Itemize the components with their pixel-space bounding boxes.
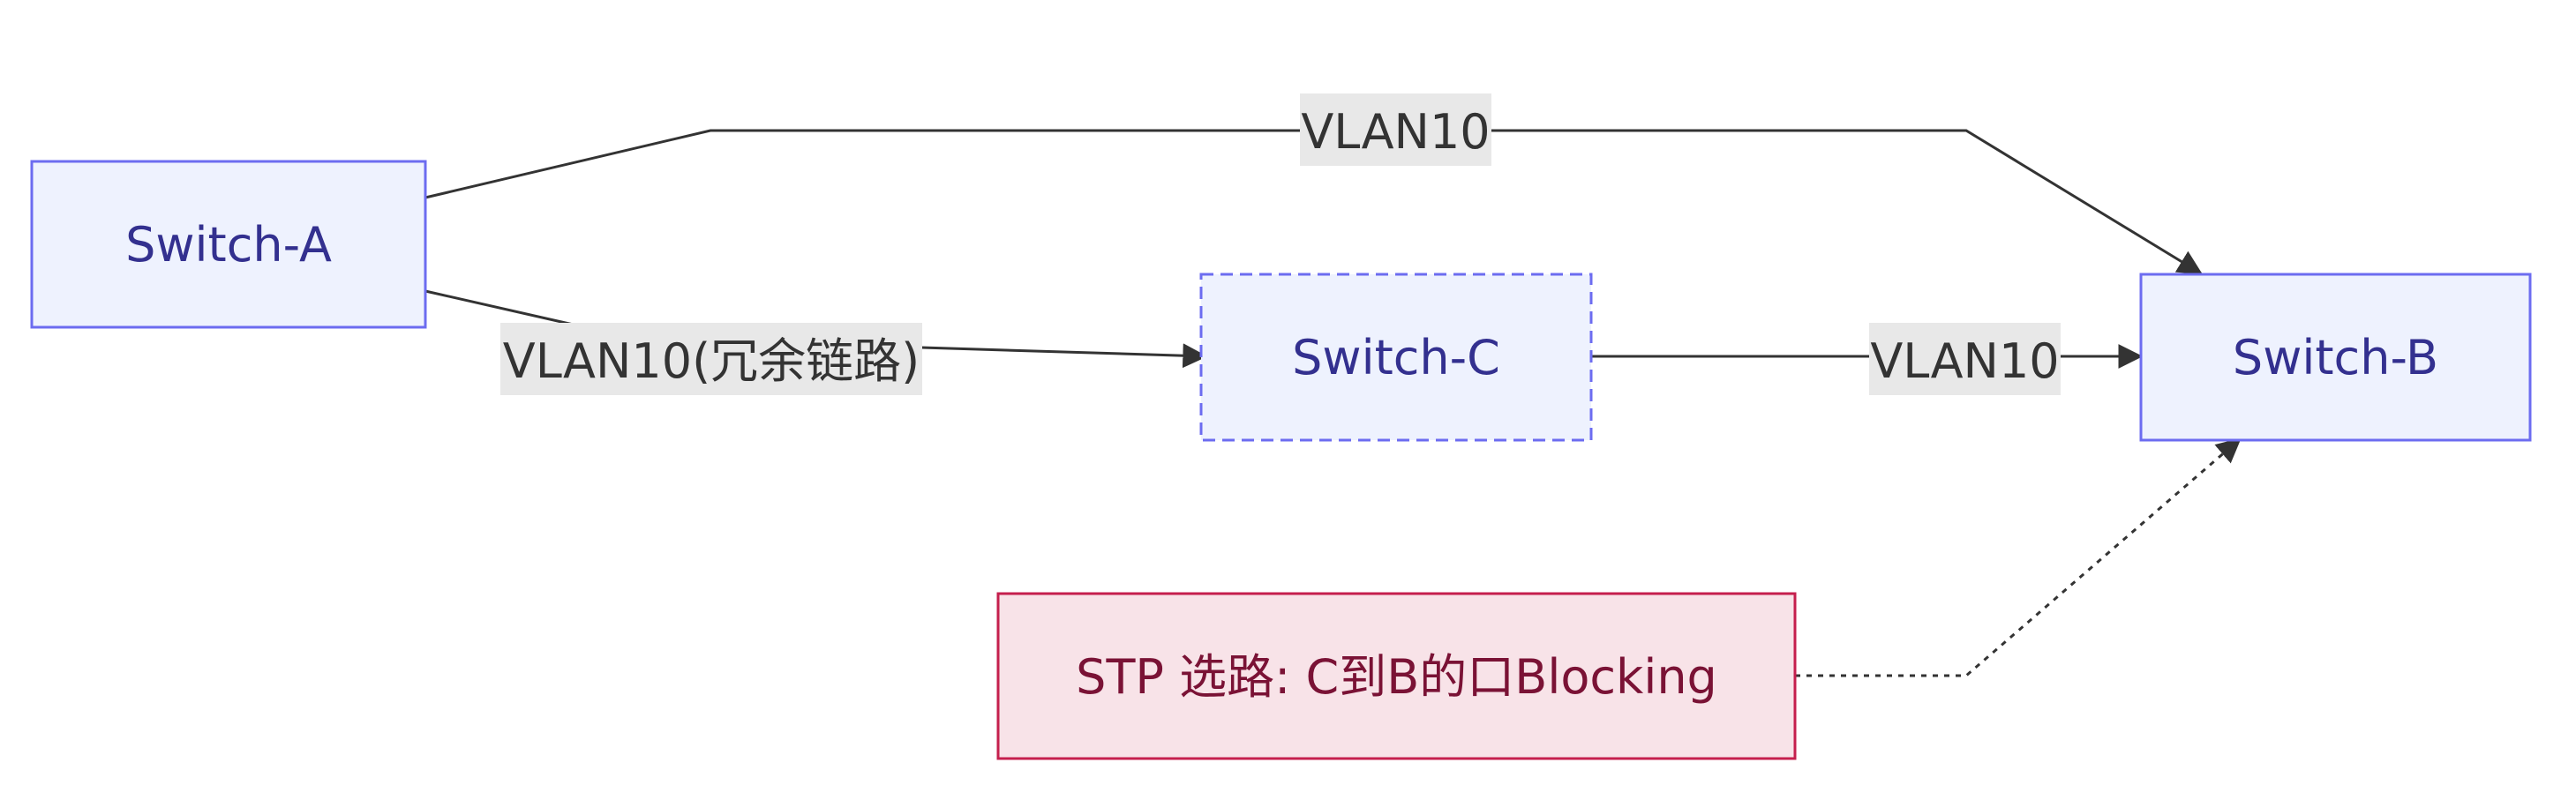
edge-label-c-to-b-text: VLAN10 [1870,333,2059,389]
edge-note-to-b [1795,437,2242,677]
node-switch-a-label: Switch-A [125,217,332,273]
node-stp-note[interactable]: STP 选路: C到B的口Blocking [996,592,1797,760]
node-switch-c-label: Switch-C [1292,330,1500,385]
node-stp-note-label: STP 选路: C到B的口Blocking [1076,649,1717,705]
edge-label-a-to-c: VLAN10(冗余链路) [500,323,922,395]
edge-label-a-to-b: VLAN10 [1300,93,1491,166]
node-switch-b-label: Switch-B [2233,330,2438,385]
edge-label-a-to-b-text: VLAN10 [1301,104,1490,160]
node-switch-b[interactable]: Switch-B [2139,273,2532,442]
edge-label-c-to-b: VLAN10 [1869,323,2061,395]
edge-label-a-to-c-text: VLAN10(冗余链路) [503,333,920,389]
node-switch-c[interactable]: Switch-C [1199,273,1593,442]
node-switch-a[interactable]: Switch-A [30,160,427,329]
